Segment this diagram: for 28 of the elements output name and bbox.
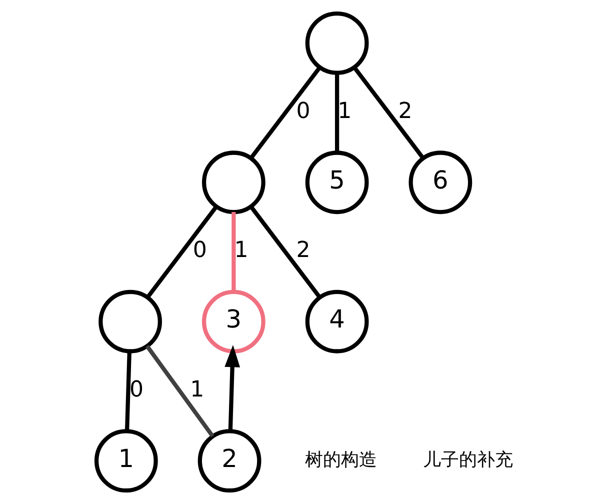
- node-circle: 3: [202, 290, 266, 354]
- edge-label: 0: [296, 99, 310, 124]
- connector: [232, 212, 236, 292]
- edge-label: 1: [190, 377, 204, 402]
- edge-label: 0: [129, 377, 144, 402]
- connector: [145, 344, 214, 438]
- connector: [249, 66, 322, 160]
- node-circle: [305, 11, 369, 75]
- connector: [146, 206, 218, 299]
- connector: [352, 66, 425, 160]
- node-circle: 2: [198, 429, 262, 493]
- connector: [250, 206, 322, 299]
- node-circle: [202, 150, 266, 214]
- edge-label: 1: [234, 238, 248, 264]
- edge-label: 2: [296, 238, 310, 264]
- connector: [334, 72, 340, 152]
- node-circle: 4: [305, 290, 369, 354]
- label: 儿子的补充: [423, 450, 513, 471]
- node-circle: 1: [94, 429, 158, 493]
- node-circle: [98, 290, 162, 354]
- edge-label: 2: [398, 99, 412, 124]
- node-circle: 6: [408, 150, 472, 214]
- connector: [124, 351, 132, 431]
- edge-label: 1: [338, 99, 352, 124]
- node-circle: 5: [305, 150, 369, 214]
- label: 树的构造: [305, 450, 378, 471]
- arrow: [224, 345, 240, 431]
- edge-label: 0: [192, 238, 207, 264]
